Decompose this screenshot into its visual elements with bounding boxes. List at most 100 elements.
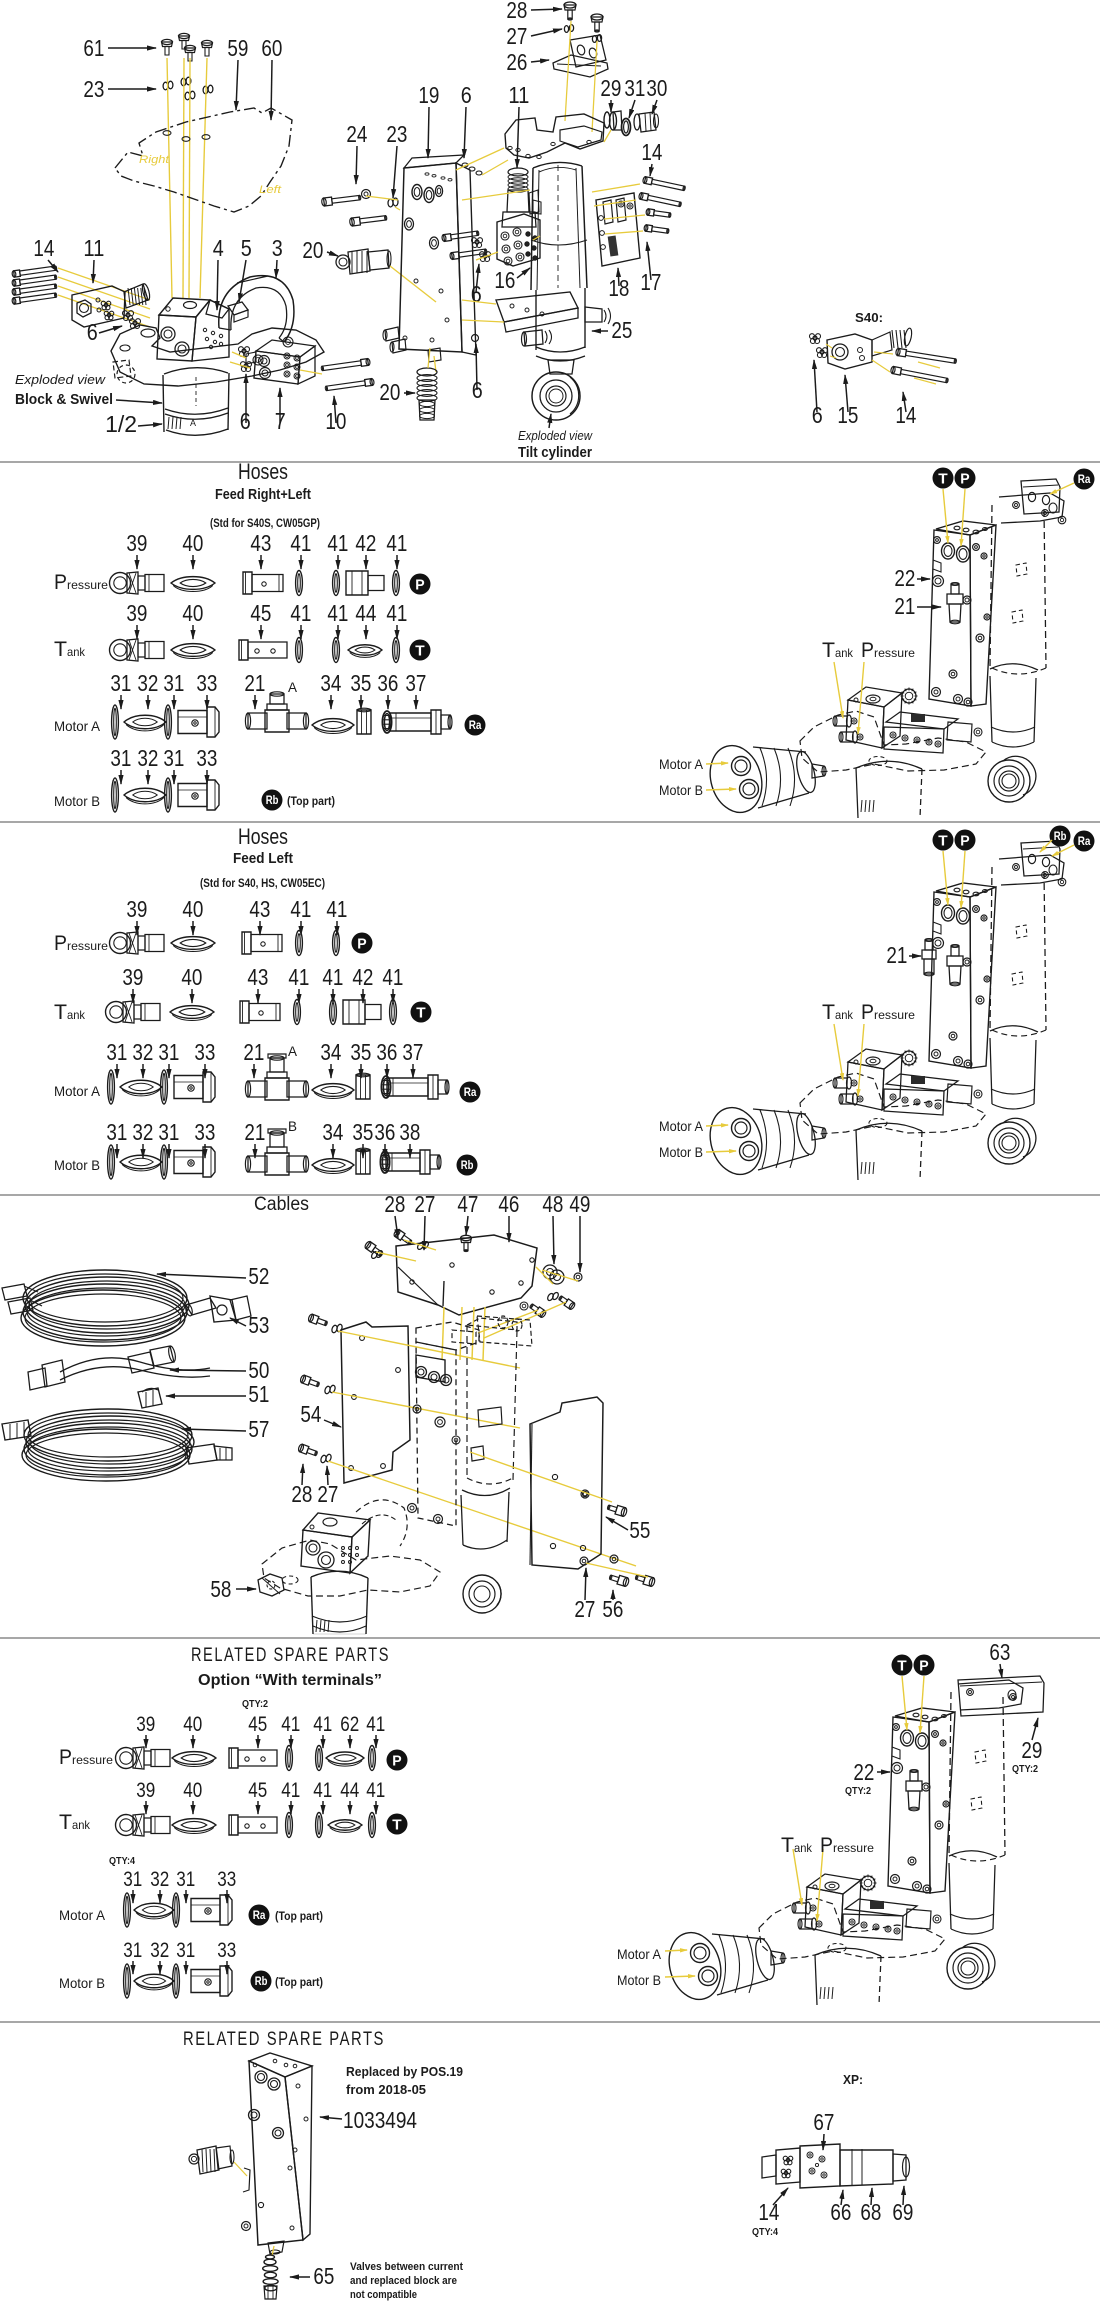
svg-text:Motor A: Motor A <box>659 756 704 772</box>
svg-text:21: 21 <box>244 1119 265 1145</box>
svg-text:39: 39 <box>136 1779 155 1802</box>
svg-text:61: 61 <box>83 35 104 61</box>
svg-text:33: 33 <box>217 1939 236 1962</box>
svg-text:QTY:2: QTY:2 <box>845 1785 871 1797</box>
svg-text:ressure: ressure <box>67 578 108 592</box>
svg-text:Hoses: Hoses <box>238 824 288 849</box>
svg-text:ank: ank <box>794 1841 813 1855</box>
svg-text:42: 42 <box>355 530 376 556</box>
svg-text:Rb: Rb <box>461 1160 474 1172</box>
svg-text:Feed Right+Left: Feed Right+Left <box>215 486 311 503</box>
svg-text:31: 31 <box>163 745 184 771</box>
svg-text:Ra: Ra <box>464 1087 477 1099</box>
svg-text:Ra: Ra <box>1078 836 1091 848</box>
svg-text:18: 18 <box>608 275 629 301</box>
svg-text:ressure: ressure <box>874 646 915 660</box>
svg-text:31: 31 <box>123 1939 142 1962</box>
svg-text:31: 31 <box>123 1868 142 1891</box>
svg-text:44: 44 <box>355 600 376 626</box>
svg-text:P: P <box>357 935 366 952</box>
svg-text:22: 22 <box>853 1759 874 1785</box>
svg-text:41: 41 <box>290 896 311 922</box>
svg-text:Hoses: Hoses <box>238 459 288 484</box>
svg-text:31: 31 <box>163 670 184 696</box>
svg-text:Motor A: Motor A <box>659 1118 704 1134</box>
svg-text:A: A <box>288 1043 298 1059</box>
svg-text:41: 41 <box>281 1779 300 1802</box>
svg-text:14: 14 <box>33 235 54 261</box>
svg-text:39: 39 <box>136 1713 155 1736</box>
svg-text:21: 21 <box>244 670 265 696</box>
svg-text:6: 6 <box>471 281 482 307</box>
svg-text:(Top part): (Top part) <box>275 1975 323 1989</box>
svg-text:from 2018-05: from 2018-05 <box>346 2082 426 2097</box>
svg-text:Rb: Rb <box>255 1976 268 1988</box>
svg-text:Motor B: Motor B <box>54 1157 100 1173</box>
svg-text:28: 28 <box>291 1481 312 1507</box>
svg-text:Cables: Cables <box>254 1194 309 1215</box>
svg-text:14: 14 <box>641 139 662 165</box>
svg-text:Motor B: Motor B <box>54 793 100 809</box>
svg-text:41: 41 <box>327 530 348 556</box>
svg-text:Rb: Rb <box>1054 831 1067 843</box>
svg-text:27: 27 <box>414 1191 435 1217</box>
svg-text:41: 41 <box>382 964 403 990</box>
svg-text:14: 14 <box>895 402 916 428</box>
svg-text:41: 41 <box>386 600 407 626</box>
svg-text:48: 48 <box>542 1191 563 1217</box>
svg-text:ressure: ressure <box>833 1841 874 1855</box>
svg-text:40: 40 <box>182 530 203 556</box>
svg-text:Tilt cylinder: Tilt cylinder <box>518 444 592 461</box>
svg-text:ank: ank <box>67 645 86 659</box>
svg-text:ank: ank <box>835 646 854 660</box>
svg-text:41: 41 <box>290 600 311 626</box>
svg-text:QTY:2: QTY:2 <box>242 1698 268 1710</box>
svg-text:27: 27 <box>574 1596 595 1622</box>
svg-text:55: 55 <box>629 1517 650 1543</box>
svg-text:(Std for S40S, CW05GP): (Std for S40S, CW05GP) <box>210 516 320 530</box>
svg-text:ressure: ressure <box>72 1753 113 1767</box>
svg-text:46: 46 <box>498 1191 519 1217</box>
svg-text:20: 20 <box>379 379 400 405</box>
svg-text:(Top part): (Top part) <box>287 794 335 808</box>
svg-text:ressure: ressure <box>874 1008 915 1022</box>
svg-text:24: 24 <box>346 121 367 147</box>
svg-text:Valves between current: Valves between current <box>350 2261 463 2273</box>
svg-text:32: 32 <box>150 1939 169 1962</box>
svg-text:68: 68 <box>860 2199 881 2225</box>
svg-text:P: P <box>54 571 67 594</box>
svg-text:Ra: Ra <box>253 1910 266 1922</box>
svg-text:39: 39 <box>126 530 147 556</box>
svg-text:Motor A: Motor A <box>54 1083 101 1099</box>
svg-text:P: P <box>960 470 969 487</box>
svg-text:11: 11 <box>508 82 529 108</box>
svg-text:45: 45 <box>248 1779 267 1802</box>
svg-text:5: 5 <box>241 235 252 261</box>
svg-text:Feed Left: Feed Left <box>233 850 293 867</box>
svg-text:31: 31 <box>158 1039 179 1065</box>
svg-text:41: 41 <box>290 530 311 556</box>
svg-text:Motor B: Motor B <box>59 1975 105 1991</box>
svg-text:T: T <box>54 1001 67 1024</box>
svg-text:P: P <box>415 576 424 593</box>
svg-text:40: 40 <box>182 896 203 922</box>
svg-text:T: T <box>392 1816 401 1833</box>
svg-text:37: 37 <box>405 670 426 696</box>
svg-text:A: A <box>190 418 196 428</box>
svg-text:16: 16 <box>494 267 515 293</box>
svg-text:43: 43 <box>247 964 268 990</box>
svg-text:52: 52 <box>248 1263 269 1289</box>
svg-text:30: 30 <box>646 75 667 101</box>
svg-text:B: B <box>288 1118 297 1134</box>
svg-text:33: 33 <box>196 745 217 771</box>
svg-text:Exploded view: Exploded view <box>15 372 107 387</box>
svg-text:1033494: 1033494 <box>343 2107 417 2133</box>
svg-text:40: 40 <box>181 964 202 990</box>
svg-text:ressure: ressure <box>67 939 108 953</box>
svg-text:21: 21 <box>886 942 907 968</box>
svg-text:43: 43 <box>250 530 271 556</box>
svg-text:Replaced by POS.19: Replaced by POS.19 <box>346 2064 463 2079</box>
svg-text:31: 31 <box>110 745 131 771</box>
svg-text:21: 21 <box>243 1039 264 1065</box>
svg-text:T: T <box>822 639 835 662</box>
